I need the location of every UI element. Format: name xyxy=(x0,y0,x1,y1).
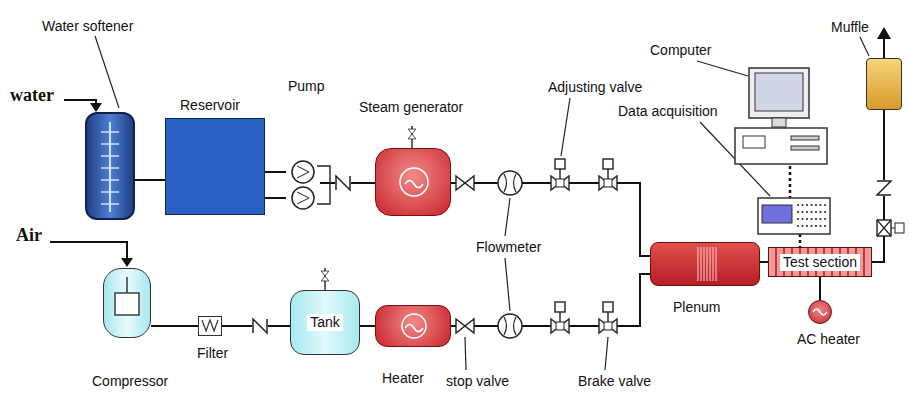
inlet-label: Air xyxy=(16,226,42,244)
ac-heater: AC heater xyxy=(808,300,832,324)
node-label: Pump xyxy=(288,78,325,95)
data-acquisition-icon xyxy=(758,198,830,234)
heater-icon xyxy=(376,306,450,346)
pipe xyxy=(265,197,286,199)
part-label: stop valve xyxy=(446,372,509,390)
inlet-label: water xyxy=(10,86,54,104)
filter: Filter xyxy=(198,316,222,336)
pump-icon xyxy=(286,160,320,210)
reservoir: Reservoir xyxy=(165,118,265,215)
water-softener: Water softener xyxy=(85,112,135,220)
node-label: Water softener xyxy=(42,18,133,35)
compressor: Compressor xyxy=(103,268,151,338)
pipe xyxy=(135,179,165,181)
pump: Pump xyxy=(286,160,320,210)
node-label: Heater xyxy=(382,370,424,387)
filter-icon xyxy=(199,317,221,335)
leader-lines xyxy=(95,36,869,370)
node-label: Plenum xyxy=(673,299,720,316)
pipe xyxy=(360,325,375,327)
part-label: Brake valve xyxy=(578,372,651,390)
computer: Computer xyxy=(735,66,827,166)
part-label: Flowmeter xyxy=(476,238,541,256)
signal-line xyxy=(799,234,802,247)
heater: Heater xyxy=(375,305,451,347)
plenum: Plenum xyxy=(650,242,760,286)
part-label: Adjusting valve xyxy=(548,78,642,96)
computer-icon xyxy=(735,66,827,166)
node-label: Test section xyxy=(780,254,860,271)
pipe xyxy=(265,171,286,173)
ac-heater-icon xyxy=(809,301,831,323)
pump-bypass xyxy=(317,166,330,204)
muffle: Muffle xyxy=(866,58,902,110)
plenum-icon xyxy=(651,243,759,285)
node-label: AC heater xyxy=(797,331,860,348)
steam-generator-icon xyxy=(376,149,450,215)
pipe xyxy=(151,325,198,327)
steam-generator: Steam generator xyxy=(375,148,451,216)
signal-line xyxy=(789,166,792,198)
tank: Tank xyxy=(290,290,360,355)
water-softener-icon xyxy=(87,114,133,218)
node-label: Computer xyxy=(650,42,711,59)
pipe xyxy=(451,183,650,256)
node-label: Compressor xyxy=(92,373,168,390)
node-label: Steam generator xyxy=(359,99,463,116)
pipe xyxy=(819,277,821,300)
node-label: Muffle xyxy=(831,19,869,36)
data-acquisition: Data acquisition xyxy=(758,198,830,234)
node-label: Reservoir xyxy=(180,97,240,114)
test-section: Test section xyxy=(768,247,872,277)
node-label: Tank xyxy=(307,314,343,331)
node-label: Filter xyxy=(197,345,228,362)
node-label: Data acquisition xyxy=(618,103,718,120)
pipe xyxy=(760,261,768,263)
compressor-icon xyxy=(104,269,150,337)
inlet-arrows xyxy=(50,27,891,267)
